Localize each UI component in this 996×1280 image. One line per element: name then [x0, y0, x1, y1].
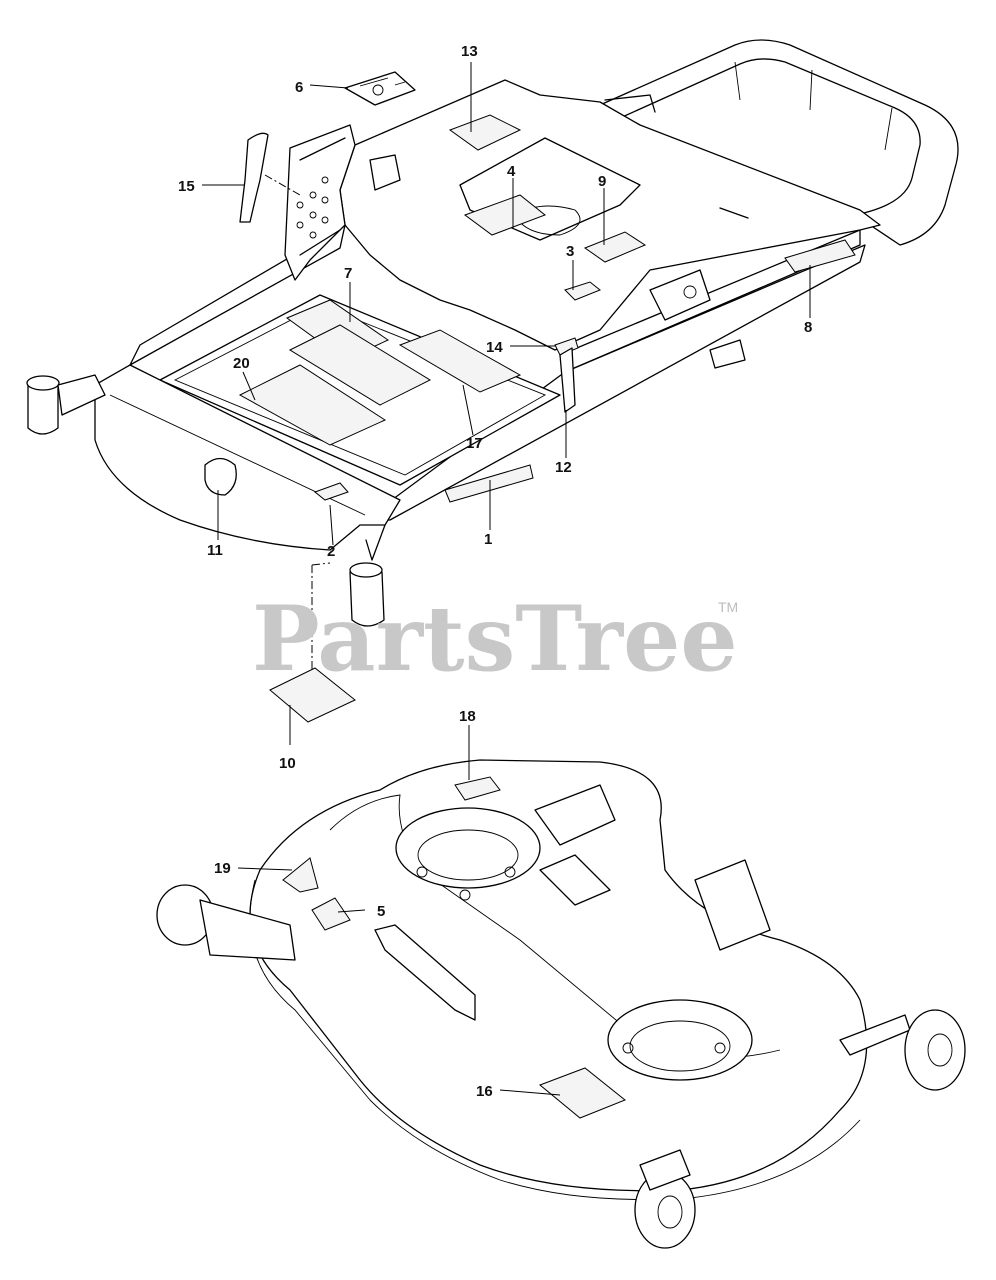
callout-9: 9: [598, 173, 606, 190]
callout-7: 7: [344, 265, 352, 282]
callout-14: 14: [486, 339, 503, 356]
watermark-trademark: TM: [718, 599, 738, 615]
callout-1: 1: [484, 531, 492, 548]
callout-10: 10: [279, 755, 296, 772]
callout-6: 6: [295, 79, 303, 96]
callout-3: 3: [566, 243, 574, 260]
callout-18: 18: [459, 708, 476, 725]
callout-2: 2: [327, 543, 335, 560]
callout-19: 19: [214, 860, 231, 877]
callout-20: 20: [233, 355, 250, 372]
callout-17: 17: [466, 435, 483, 452]
callout-8: 8: [804, 319, 812, 336]
chassis-frame-drawing: [26, 39, 959, 723]
callout-4: 4: [507, 163, 516, 180]
callout-16: 16: [476, 1083, 493, 1100]
callout-15: 15: [178, 178, 195, 195]
callout-11: 11: [207, 542, 223, 559]
callout-5: 5: [377, 903, 385, 920]
callout-labels: 1 2 3 4 5 6 7 8 9 10 11 12 13 14 15 16 1…: [178, 43, 812, 1100]
mower-deck-drawing: [156, 759, 966, 1249]
callout-leaders: [202, 62, 811, 1096]
callout-12: 12: [555, 459, 572, 476]
watermark-text: PartsTree: [252, 586, 738, 692]
callout-13: 13: [461, 43, 478, 60]
